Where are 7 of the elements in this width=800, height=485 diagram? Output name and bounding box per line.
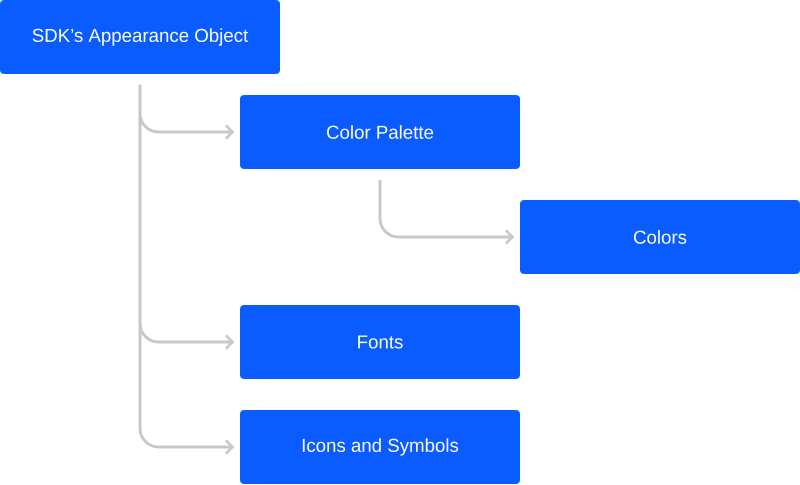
process-box: Icons and Symbols <box>240 410 520 484</box>
process-box: SDK’s Appearance Object <box>0 0 280 74</box>
process-box: Fonts <box>240 305 520 379</box>
arrow <box>378 180 514 245</box>
arrow <box>138 84 234 455</box>
process-box: Color Palette <box>240 95 520 169</box>
process-box: Colors <box>520 200 800 274</box>
